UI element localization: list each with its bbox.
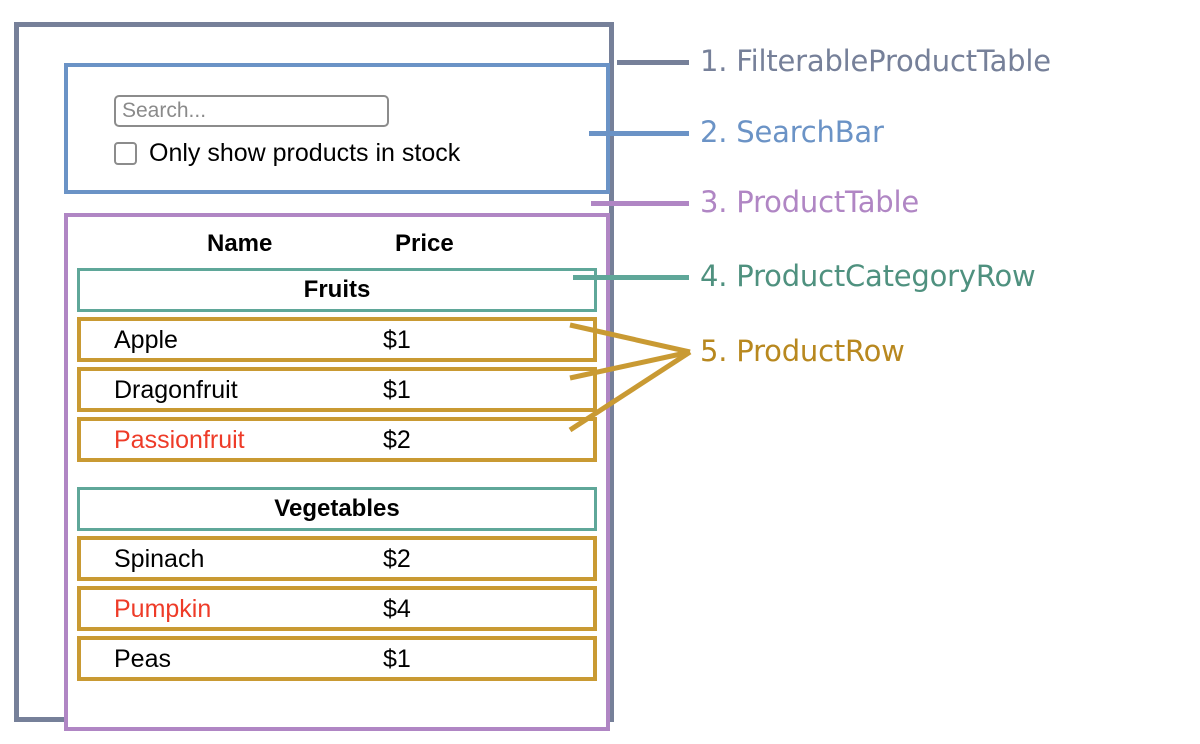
- leader-line-1: [617, 60, 689, 65]
- legend-item-2: 2. SearchBar: [700, 115, 884, 149]
- legend-item-4: 4. ProductCategoryRow: [700, 259, 1036, 293]
- search-input[interactable]: [114, 95, 389, 127]
- legend-item-3: 3. ProductTable: [700, 185, 919, 219]
- product-row: Passionfruit $2: [77, 417, 597, 462]
- product-name: Pumpkin: [114, 595, 212, 623]
- leader-line-4: [573, 275, 689, 280]
- product-category-row: Fruits: [77, 268, 597, 312]
- product-table-frame: Name Price Fruits Apple $1 Dragonfruit $…: [64, 213, 610, 731]
- leader-line-3: [591, 201, 689, 206]
- leader-line-2: [589, 131, 689, 136]
- group-spacer: [77, 467, 597, 487]
- product-name: Peas: [114, 645, 171, 673]
- leader-line-5-fan: [568, 322, 692, 433]
- product-price: $1: [383, 376, 411, 404]
- product-price: $2: [383, 545, 411, 573]
- product-row: Dragonfruit $1: [77, 367, 597, 412]
- product-row: Apple $1: [77, 317, 597, 362]
- in-stock-checkbox[interactable]: [114, 142, 137, 165]
- category-label: Fruits: [303, 276, 371, 303]
- product-price: $1: [383, 326, 411, 354]
- legend-item-5: 5. ProductRow: [700, 334, 905, 368]
- product-row: Pumpkin $4: [77, 586, 597, 631]
- product-row: Spinach $2: [77, 536, 597, 581]
- column-header-name: Name: [207, 230, 273, 257]
- column-header-price: Price: [395, 230, 454, 257]
- product-price: $4: [383, 595, 411, 623]
- product-category-row: Vegetables: [77, 487, 597, 531]
- product-price: $2: [383, 426, 411, 454]
- in-stock-filter-row[interactable]: Only show products in stock: [114, 139, 460, 168]
- product-table-body: Name Price Fruits Apple $1 Dragonfruit $…: [77, 224, 597, 686]
- in-stock-checkbox-label: Only show products in stock: [149, 139, 461, 167]
- product-table-header: Name Price: [77, 224, 597, 268]
- product-price: $1: [383, 645, 411, 673]
- product-name: Passionfruit: [114, 426, 245, 454]
- product-name: Apple: [114, 326, 178, 354]
- filterable-product-table-frame: Only show products in stock Name Price F…: [14, 22, 614, 731]
- product-name: Spinach: [114, 545, 205, 573]
- product-row: Peas $1: [77, 636, 597, 681]
- product-name: Dragonfruit: [114, 376, 238, 404]
- legend-item-1: 1. FilterableProductTable: [700, 44, 1051, 78]
- search-bar-frame: Only show products in stock: [64, 63, 610, 194]
- category-label: Vegetables: [274, 495, 400, 522]
